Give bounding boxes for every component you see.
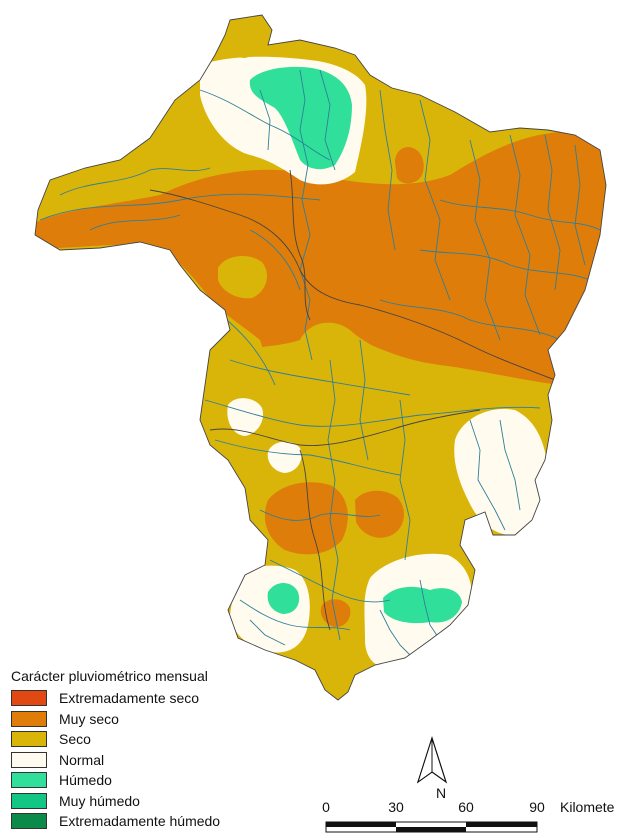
legend-swatch <box>11 792 47 809</box>
legend-item-muy-humedo: Muy húmedo <box>11 791 268 812</box>
zone-muy-seco-south-small <box>320 599 351 628</box>
legend-swatch <box>11 710 47 727</box>
legend-item-extremadamente-humedo: Extremadamente húmedo <box>11 811 268 832</box>
zone-normal-west-small <box>227 398 264 436</box>
legend-swatch <box>11 813 47 830</box>
legend-label: Muy húmedo <box>59 792 140 809</box>
legend-swatch <box>11 690 47 707</box>
legend-label: Normal <box>59 751 105 768</box>
region-outline <box>34 14 607 701</box>
scale-tick-30: 30 <box>388 799 404 815</box>
zone-seco-west-patch <box>218 256 267 299</box>
legend-swatch <box>11 772 47 789</box>
legend-item-seco: Seco <box>11 729 268 750</box>
zone-humedo-south-east <box>383 586 462 624</box>
scale-unit: Kilomete <box>560 799 615 815</box>
zone-normal-east <box>454 408 549 536</box>
legend-label: Seco <box>59 731 91 748</box>
legend-label: Muy seco <box>59 710 119 727</box>
legend-item-extremadamente-seco: Extremadamente seco <box>11 688 268 709</box>
scale-segment-0 <box>326 822 396 827</box>
river-network <box>39 69 601 656</box>
zone-muy-seco-south-west <box>264 482 348 555</box>
zone-muy-seco-central <box>35 131 606 395</box>
legend-label: Extremadamente seco <box>59 690 200 707</box>
scale-segment-2 <box>466 822 537 827</box>
legend: Carácter pluviométrico mensual Extremada… <box>8 668 268 832</box>
north-arrow: N <box>416 736 448 801</box>
scale-bar: 0 30 60 90 Kilomete <box>322 799 615 833</box>
scale-segment-1 <box>396 827 466 832</box>
legend-item-muy-seco: Muy seco <box>11 709 268 730</box>
legend-item-humedo: Húmedo <box>11 770 268 791</box>
legend-title: Carácter pluviométrico mensual <box>11 668 208 684</box>
north-arrow-label: N <box>436 785 446 801</box>
zone-muy-seco-north-patch <box>395 147 424 184</box>
legend-label: Extremadamente húmedo <box>59 813 221 830</box>
legend-label: Húmedo <box>59 772 112 789</box>
scale-tick-90: 90 <box>529 799 545 815</box>
zone-seco-north-enclave <box>222 23 263 58</box>
scale-tick-0: 0 <box>322 799 330 815</box>
zone-humedo-south-west <box>267 583 300 614</box>
legend-swatch <box>11 751 47 768</box>
province-borders <box>149 169 556 631</box>
zone-normal-center-small <box>267 441 302 473</box>
zone-muy-seco-south-east <box>355 490 404 538</box>
scale-tick-60: 60 <box>458 799 474 815</box>
legend-swatch <box>11 731 47 748</box>
legend-item-normal: Normal <box>11 750 268 771</box>
